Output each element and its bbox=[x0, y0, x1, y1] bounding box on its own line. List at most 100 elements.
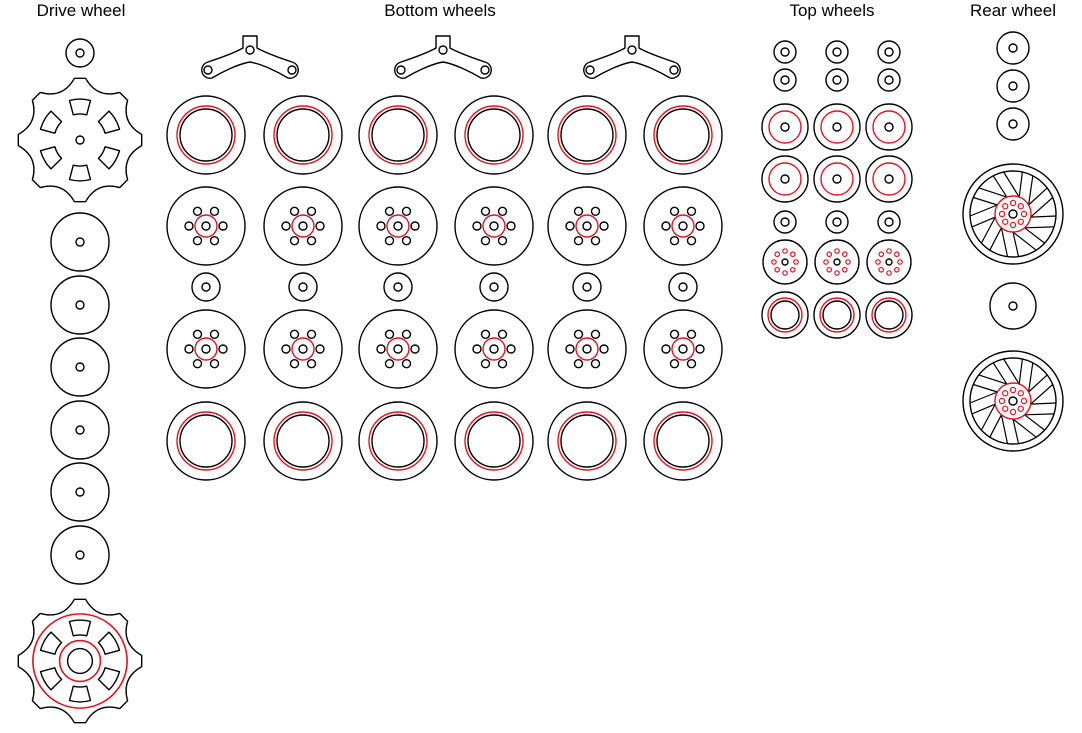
axle-hole bbox=[781, 258, 789, 266]
drive-disc bbox=[50, 525, 110, 585]
undefined bbox=[813, 155, 861, 203]
axle-hole bbox=[885, 258, 893, 266]
top-disc bbox=[865, 103, 913, 151]
hub-ring bbox=[291, 337, 315, 361]
bracket-hole bbox=[245, 45, 255, 55]
bolt-hole bbox=[789, 266, 796, 273]
bottom-hub-bottom bbox=[643, 309, 723, 389]
tyre-groove bbox=[368, 411, 428, 471]
gear-hub-ring bbox=[58, 639, 102, 683]
bolt-hole bbox=[669, 236, 680, 246]
washer-hole bbox=[884, 217, 894, 227]
tyre-groove bbox=[653, 411, 713, 471]
tyre-outer bbox=[813, 291, 861, 339]
rear-washer bbox=[996, 69, 1030, 103]
bolt-hole bbox=[998, 210, 1006, 218]
tyre-groove bbox=[819, 297, 855, 333]
rim-inner bbox=[969, 357, 1057, 445]
tyre-outer bbox=[454, 95, 534, 175]
washer-outline bbox=[572, 272, 602, 302]
tyre-groove bbox=[368, 105, 428, 165]
tyre-groove bbox=[557, 411, 617, 471]
tyre-groove bbox=[557, 105, 617, 165]
hub-outline bbox=[358, 186, 438, 266]
spoke bbox=[1023, 413, 1055, 431]
washer-hole bbox=[1008, 301, 1018, 311]
tyre-outer bbox=[358, 401, 438, 481]
bolt-hole bbox=[771, 259, 777, 265]
bolt-hole bbox=[192, 359, 203, 369]
bolt-hole bbox=[472, 221, 482, 231]
gear-slot bbox=[97, 146, 121, 170]
hub-outline bbox=[454, 186, 534, 266]
bolt-hole bbox=[1009, 199, 1017, 207]
tyre-outer bbox=[166, 95, 246, 175]
washer-hole bbox=[75, 425, 85, 435]
gear-slot bbox=[39, 146, 63, 170]
bolt-hole bbox=[793, 259, 799, 265]
gear-slot bbox=[68, 164, 92, 182]
hub-axle-hole bbox=[582, 344, 592, 354]
bottom-washer bbox=[191, 272, 221, 302]
bottom-tyre-top bbox=[166, 95, 246, 175]
spoke bbox=[1028, 362, 1048, 393]
hub-outline bbox=[166, 309, 246, 389]
bolt-hole bbox=[506, 221, 516, 231]
drive-gear-plain bbox=[17, 77, 143, 203]
bottom-hub-bottom bbox=[358, 309, 438, 389]
bolt-hole bbox=[590, 329, 601, 339]
bolt-hole bbox=[401, 236, 412, 246]
bolt-hole bbox=[401, 359, 412, 369]
bolt-hole bbox=[480, 329, 491, 339]
bolt-hole bbox=[893, 251, 900, 258]
bolt-hole bbox=[384, 206, 395, 216]
washer-outline bbox=[288, 272, 318, 302]
washer-outline bbox=[50, 400, 110, 460]
top-disc bbox=[813, 155, 861, 203]
washer-hole bbox=[1008, 43, 1018, 53]
gear-outline bbox=[17, 598, 143, 724]
bolt-hole bbox=[669, 359, 680, 369]
bolt-hole bbox=[497, 236, 508, 246]
undefined bbox=[768, 162, 802, 196]
hub-axle-hole bbox=[393, 344, 403, 354]
tyre-inner bbox=[371, 414, 425, 468]
tyre-inner bbox=[467, 108, 521, 162]
bottom-tyre-bottom bbox=[454, 401, 534, 481]
bolt-hole bbox=[782, 248, 788, 254]
bolt-hole bbox=[573, 236, 584, 246]
washer-outline bbox=[825, 40, 849, 64]
top-washer bbox=[825, 40, 849, 64]
bolt-hole bbox=[897, 259, 903, 265]
tyre-inner bbox=[179, 414, 233, 468]
bolt-hole bbox=[281, 221, 291, 231]
washer-hole bbox=[75, 237, 85, 247]
hub-outline bbox=[166, 186, 246, 266]
bolt-hole bbox=[289, 329, 300, 339]
drive-disc bbox=[50, 212, 110, 272]
washer-outline bbox=[50, 212, 110, 272]
tyre-groove bbox=[653, 105, 713, 165]
top-washer bbox=[825, 210, 849, 234]
axle-hole bbox=[1008, 209, 1018, 219]
tyre-groove bbox=[871, 297, 907, 333]
bottom-tyre-top bbox=[263, 95, 343, 175]
tyre-outer bbox=[643, 401, 723, 481]
top-washer bbox=[773, 40, 797, 64]
hub-outline bbox=[814, 239, 860, 285]
washer-outline bbox=[50, 337, 110, 397]
top-washer bbox=[773, 210, 797, 234]
tyre-outer bbox=[263, 401, 343, 481]
washer-hole bbox=[780, 75, 790, 85]
drive-disc bbox=[50, 400, 110, 460]
gear-slot bbox=[39, 667, 63, 691]
undefined bbox=[820, 110, 854, 144]
hub-axle-hole bbox=[582, 221, 592, 231]
bolt-hole bbox=[834, 248, 840, 254]
undefined bbox=[780, 174, 790, 184]
bolt-hole bbox=[401, 206, 412, 216]
top-disc bbox=[761, 103, 809, 151]
washer-hole bbox=[832, 47, 842, 57]
bolt-hole bbox=[599, 344, 609, 354]
washer-outline bbox=[825, 210, 849, 234]
